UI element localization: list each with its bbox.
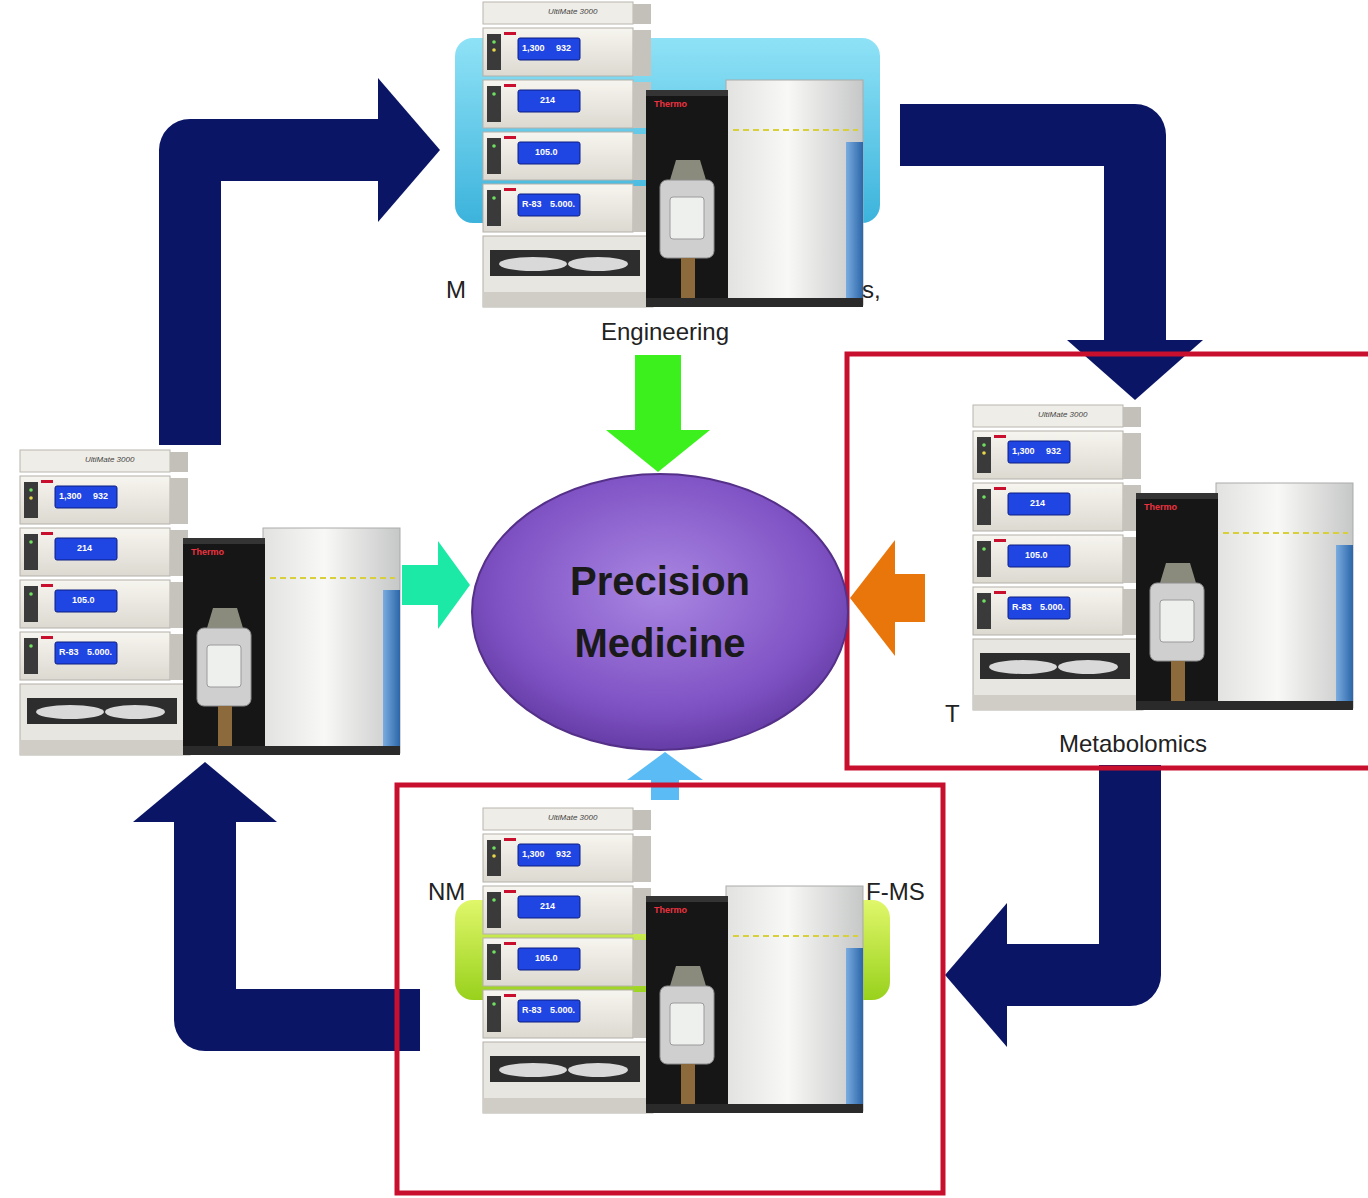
flow-arrow (850, 540, 925, 656)
display-reading: 5.000. (87, 648, 112, 657)
display-reading: 1,300 (522, 44, 545, 53)
display-reading: R-83 (1012, 603, 1032, 612)
brand-name: Thermo (1144, 503, 1177, 512)
display-reading: 214 (540, 902, 555, 911)
brand-name: Thermo (654, 100, 687, 109)
arrow-head (850, 540, 895, 656)
arrow-shaft (190, 150, 378, 445)
display-reading: 5.000. (550, 1006, 575, 1015)
panel-label: NM (428, 878, 465, 907)
method-panel: T Metabolomics (925, 400, 1362, 765)
arrow-head (438, 541, 470, 629)
brand-name: Thermo (191, 548, 224, 557)
model-name: UltiMate 3000 (1038, 411, 1087, 419)
panel-label: F-MS (866, 878, 925, 907)
panel-label: s, (862, 276, 881, 305)
display-reading: 105.0 (1025, 551, 1048, 560)
arrow-head (133, 762, 277, 822)
display-reading: 932 (556, 44, 571, 53)
lc-ms-instrument (483, 808, 863, 1113)
display-reading: R-83 (522, 200, 542, 209)
display-reading: 932 (556, 850, 571, 859)
hub-ellipse: Precision Medicine (470, 472, 850, 752)
display-reading: 932 (1046, 447, 1061, 456)
display-reading: R-83 (59, 648, 79, 657)
display-reading: R-83 (522, 1006, 542, 1015)
lc-ms-instrument (483, 2, 863, 307)
arrow-shaft (895, 574, 925, 622)
method-panel: Ms, Engineering (440, 10, 900, 355)
display-reading: 1,300 (1012, 447, 1035, 456)
panel-label: Metabolomics (1059, 730, 1207, 759)
arrow-shaft (205, 822, 420, 1020)
display-reading: 5.000. (1040, 603, 1065, 612)
arrow-shaft (402, 565, 438, 605)
panel-label: T (945, 700, 960, 729)
panel-label: Engineering (601, 318, 729, 347)
display-reading: 932 (93, 492, 108, 501)
model-name: UltiMate 3000 (548, 814, 597, 822)
display-reading: 5.000. (550, 200, 575, 209)
flow-arrow (945, 765, 1130, 1047)
highlight-frame (847, 354, 1368, 768)
arrow-head (606, 430, 710, 472)
arrow-head (1067, 340, 1203, 400)
flow-arrow (606, 355, 710, 472)
hub-title: Precision Medicine (540, 550, 780, 674)
flow-arrow (627, 752, 703, 800)
flow-arrow (133, 762, 420, 1020)
flow-arrow (900, 135, 1203, 400)
display-reading: 105.0 (535, 148, 558, 157)
panel-label: M (446, 276, 466, 305)
display-reading: 1,300 (59, 492, 82, 501)
highlight-frame (397, 785, 943, 1193)
method-panel: NM F-MS (420, 800, 945, 1120)
arrow-head (627, 752, 703, 780)
model-name: UltiMate 3000 (548, 8, 597, 16)
arrow-head (945, 903, 1007, 1047)
display-reading: 105.0 (72, 596, 95, 605)
lc-ms-instrument (973, 405, 1353, 710)
model-name: UltiMate 3000 (85, 456, 134, 464)
lc-ms-instrument (20, 450, 400, 755)
flow-arrow (402, 541, 470, 629)
ellipse-outline (470, 472, 850, 752)
arrow-shaft (635, 355, 681, 430)
flow-arrow (190, 78, 440, 445)
brand-name: Thermo (654, 906, 687, 915)
arrow-shaft (1007, 765, 1130, 975)
hub-ellipse-shape (472, 474, 848, 750)
arrow-head (378, 78, 440, 222)
display-reading: 105.0 (535, 954, 558, 963)
display-reading: 214 (1030, 499, 1045, 508)
display-reading: 1,300 (522, 850, 545, 859)
display-reading: 214 (540, 96, 555, 105)
display-reading: 214 (77, 544, 92, 553)
arrow-shaft (900, 135, 1135, 340)
